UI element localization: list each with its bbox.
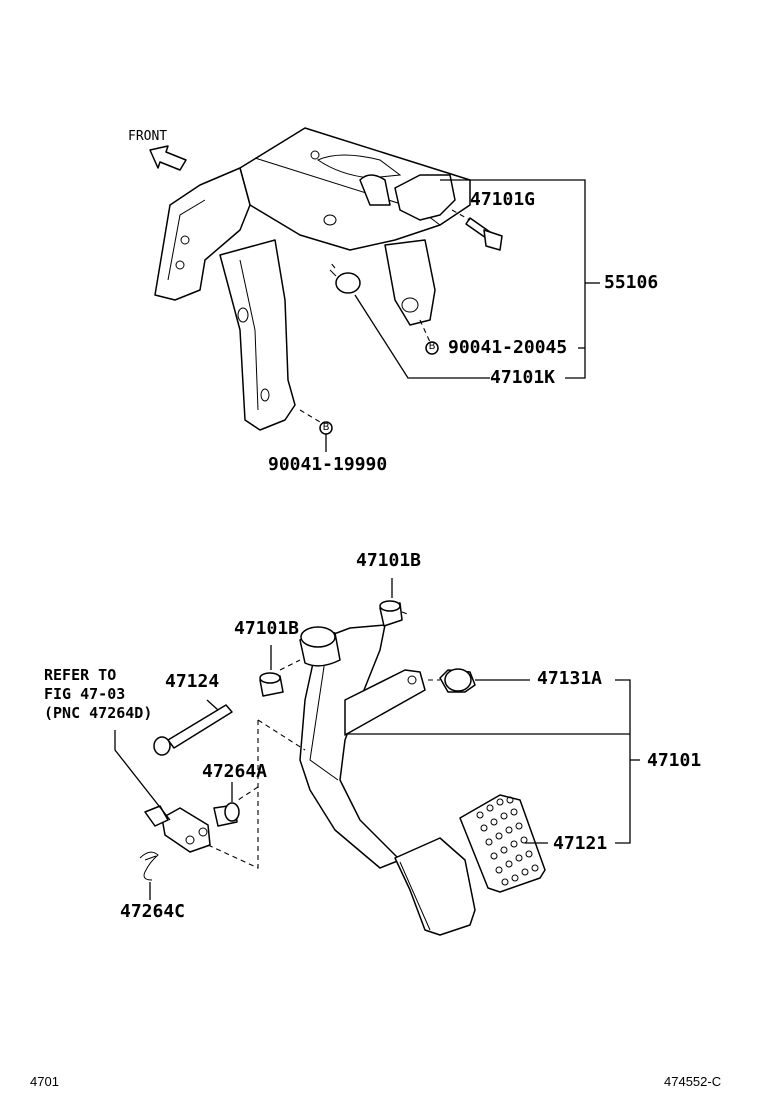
pin-47124-icon	[153, 704, 233, 756]
label-47101K: 47101K	[490, 367, 556, 388]
marker-b-bottom: B	[322, 422, 330, 433]
label-47124: 47124	[165, 671, 220, 692]
brake-pedal-arm	[299, 624, 476, 936]
label-47131A: 47131A	[537, 668, 603, 689]
lower-leader-lines	[114, 578, 640, 900]
label-47264A: 47264A	[202, 761, 268, 782]
label-55106: 55106	[604, 272, 659, 293]
stopper-47101K-icon	[329, 269, 361, 294]
label-47101: 47101	[647, 750, 702, 771]
clevis-pin-47264A-icon	[213, 802, 240, 827]
label-47121: 47121	[553, 833, 608, 854]
front-arrow-icon	[149, 145, 187, 171]
fig-number: 4701	[30, 1074, 59, 1089]
clevis-icon	[144, 805, 211, 853]
label-47264C: 47264C	[120, 901, 186, 922]
refer-note: REFER TO FIG 47-03 (PNC 47264D)	[44, 666, 153, 722]
pedal-support-bracket	[154, 127, 471, 431]
stopper-cushion-47131A-icon	[439, 668, 476, 693]
front-label: FRONT	[128, 129, 168, 144]
marker-b-right: B	[428, 341, 436, 352]
label-90041-19990: 90041-19990	[268, 454, 388, 475]
bushing-47101B-left-icon	[259, 672, 284, 697]
label-47101G: 47101G	[470, 189, 536, 210]
clip-47264C-icon	[139, 851, 159, 881]
illustration-id: 474552-C	[664, 1074, 722, 1089]
pedal-pad-47121-icon	[459, 794, 546, 893]
label-47101B-left: 47101B	[234, 618, 300, 639]
upper-leader-lines	[299, 179, 600, 452]
label-47101B-top: 47101B	[356, 550, 422, 571]
bushing-47101B-top-icon	[379, 600, 403, 627]
label-90041-20045: 90041-20045	[448, 337, 568, 358]
bolt-47101G-icon	[465, 217, 503, 251]
